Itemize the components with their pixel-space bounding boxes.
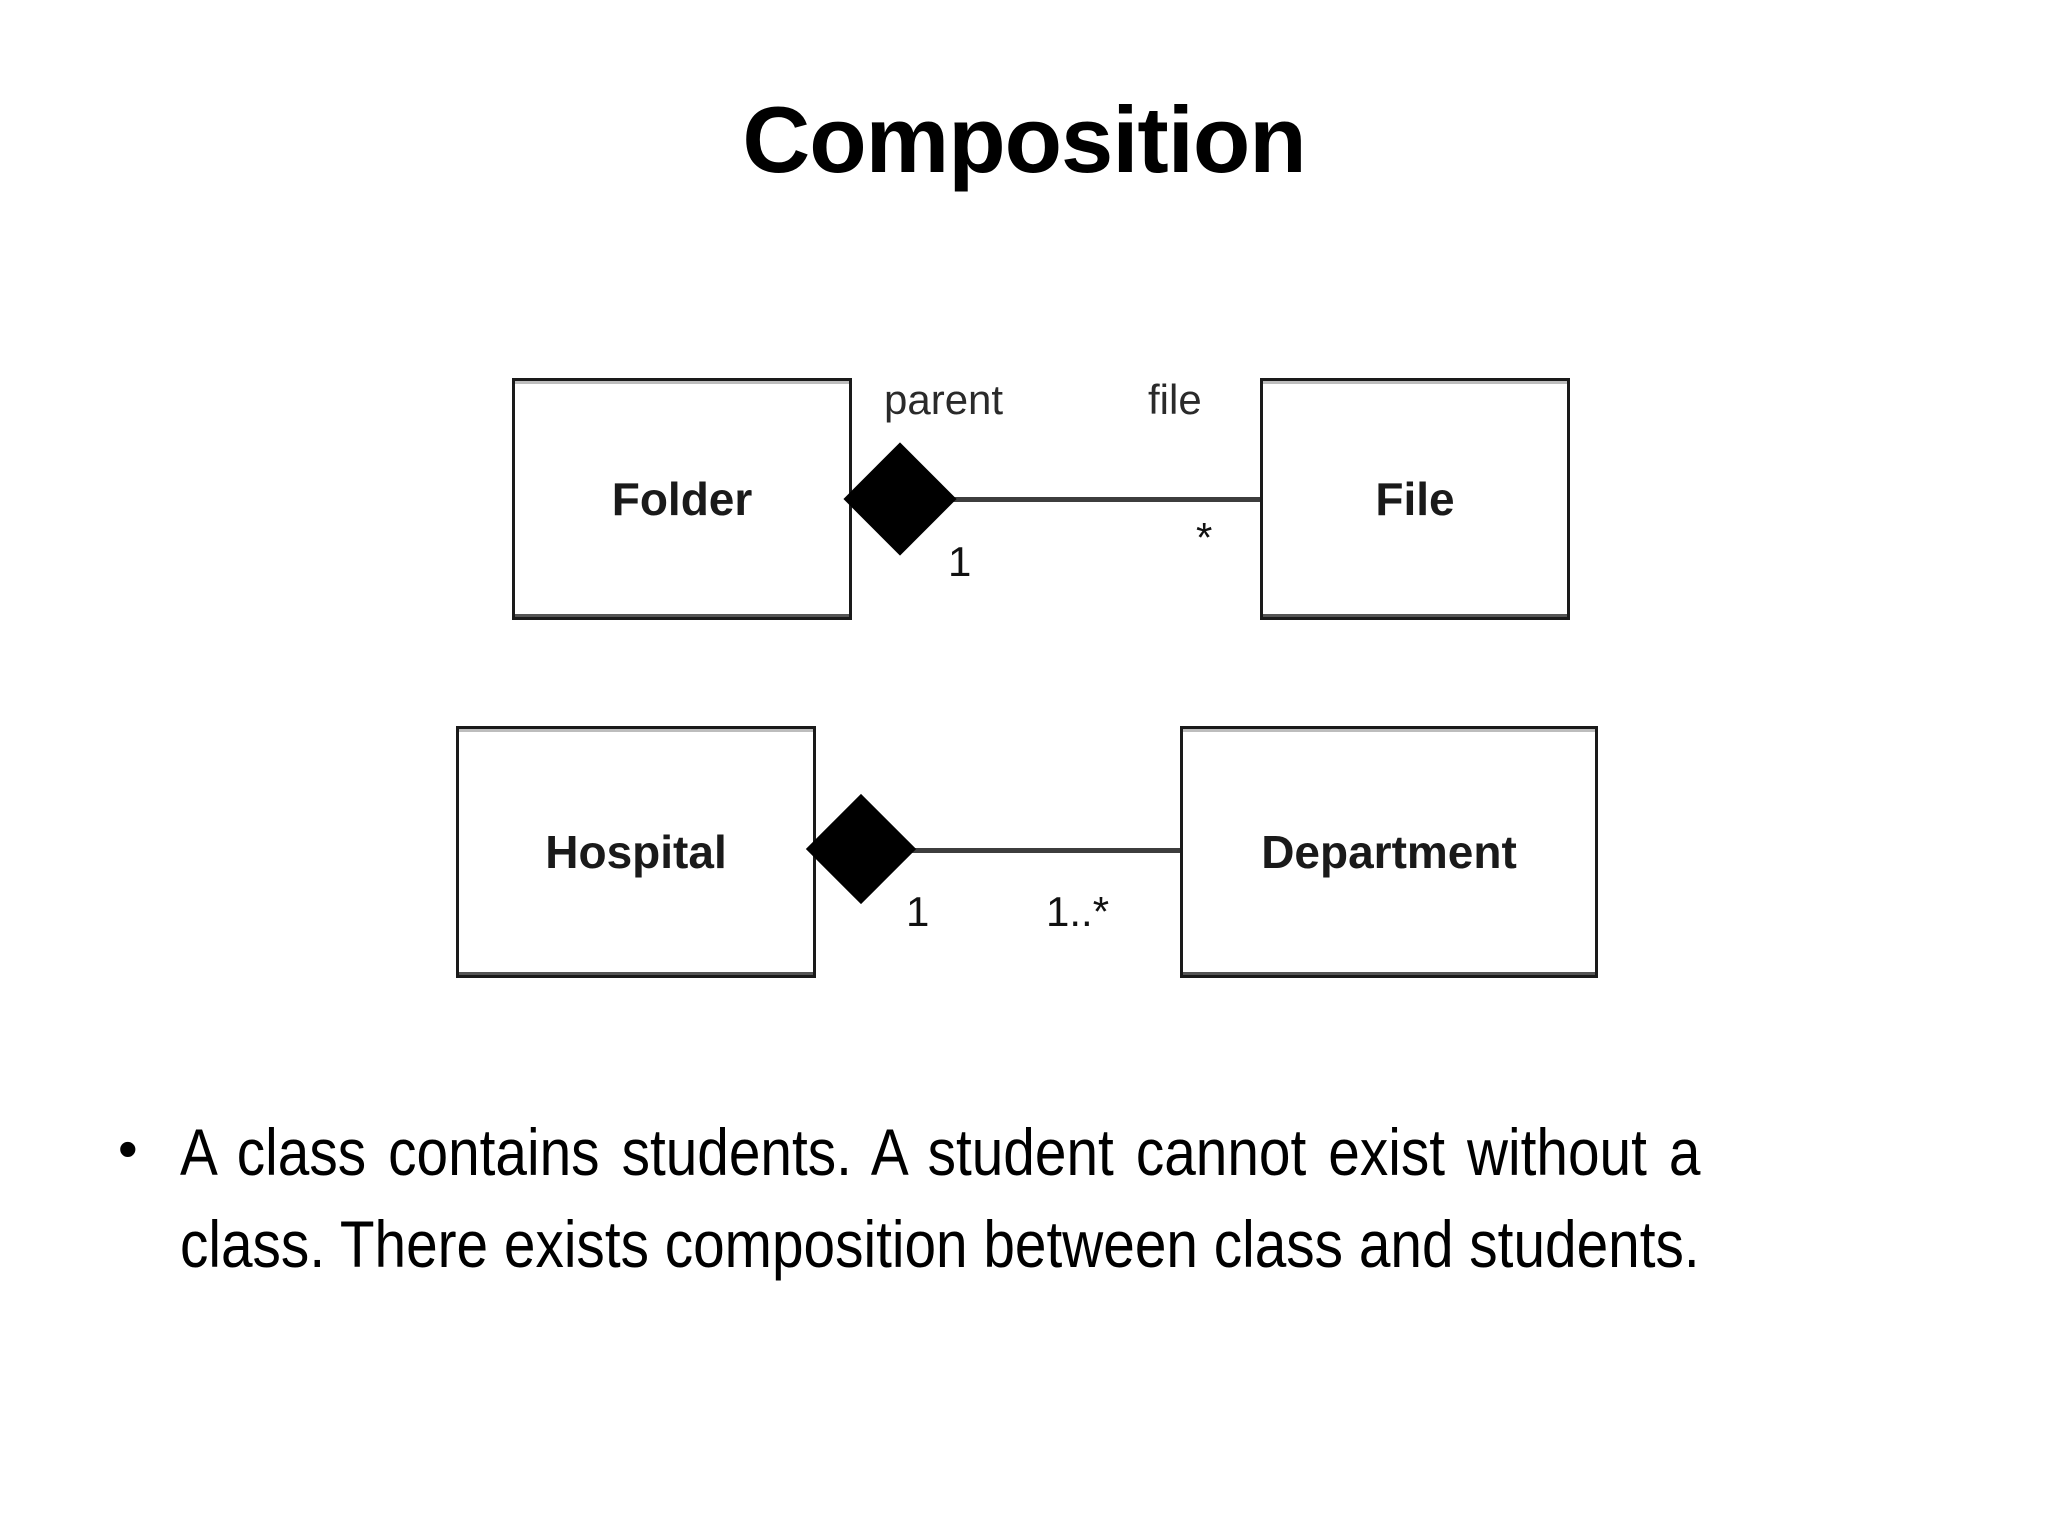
- diagram-hospital-department: Hospital 1 1..* Department: [456, 726, 1598, 978]
- multiplicity-hospital-side: 1: [906, 888, 930, 935]
- diagram-folder-file: Folder parent file 1 * File: [0, 0, 2048, 700]
- class-name-hospital: Hospital: [545, 826, 727, 878]
- bullet-text: A class contains students. A student can…: [180, 1115, 1701, 1281]
- class-name-folder: Folder: [611, 473, 753, 525]
- role-label-parent: parent: [884, 376, 1004, 423]
- role-label-file: file: [1148, 376, 1202, 423]
- association-line-hospital-department: [862, 848, 1182, 853]
- page-title: Composition: [742, 87, 1306, 192]
- class-box-folder[interactable]: Folder: [512, 378, 852, 620]
- association-line-folder-file: [900, 497, 1262, 502]
- class-box-department[interactable]: Department: [1180, 726, 1598, 978]
- list-item: • A class contains students. A student c…: [118, 1106, 1948, 1290]
- multiplicity-file-side: *: [1196, 514, 1213, 561]
- class-name-file: File: [1375, 473, 1455, 525]
- class-name-department: Department: [1261, 826, 1517, 878]
- bullet-marker-icon: •: [118, 1117, 138, 1180]
- body-text-block: • A class contains students. A student c…: [118, 1106, 1948, 1290]
- multiplicity-department-side: 1..*: [1046, 888, 1110, 935]
- class-box-hospital[interactable]: Hospital: [456, 726, 816, 978]
- composition-diamond-hospital: [805, 793, 917, 905]
- class-box-file[interactable]: File: [1260, 378, 1570, 620]
- multiplicity-folder-side: 1: [948, 538, 972, 585]
